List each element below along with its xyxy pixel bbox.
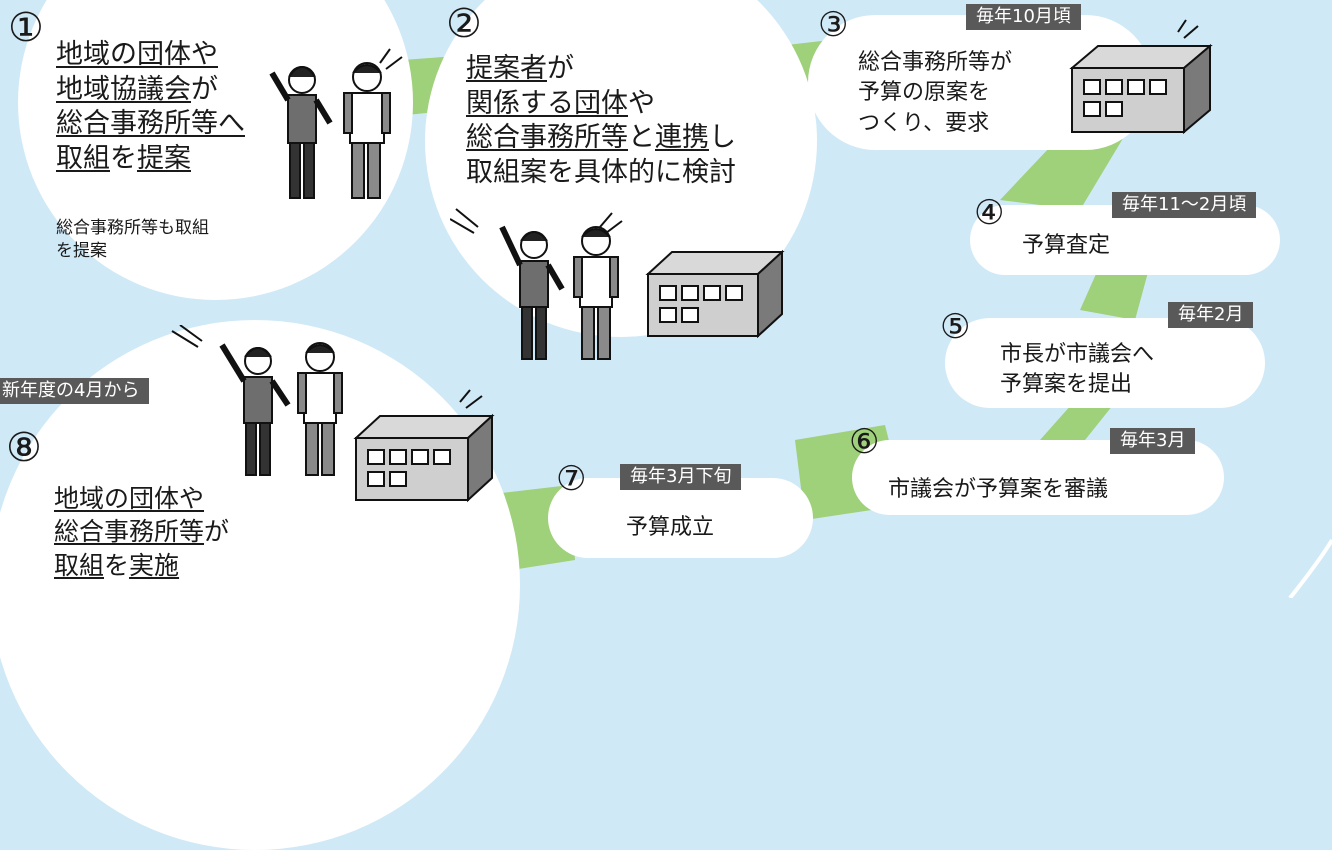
step8-text-segment: が — [204, 517, 230, 547]
step3-text: 総合事務所等が予算の原案をつくり、要求 — [858, 50, 1013, 136]
step6-badge: 毎年3月 — [1110, 428, 1196, 454]
step1-line: 地域協議会が — [56, 73, 245, 108]
step1-underlined-term: 取組 — [56, 142, 110, 174]
step1-note: 総合事務所等も取組を提案 — [56, 218, 209, 261]
step8-text: 地域の団体や総合事務所等が取組を実施 — [54, 482, 229, 582]
office-building-icon — [1069, 19, 1213, 135]
step8-underlined-term: 実施 — [129, 550, 180, 580]
step8-badge: 新年度の4月から — [0, 378, 150, 404]
step1-underlined-term: 地域協議会 — [56, 73, 191, 105]
step2-line: 取組案を具体的に検討 — [466, 156, 736, 191]
step6-number: ⑥ — [849, 422, 880, 462]
step1-line: 総合事務所等へ — [56, 107, 245, 142]
step5-badge: 毎年2月 — [1168, 302, 1254, 328]
step2-underlined-term: 連携 — [655, 122, 709, 154]
two-people-cheering-icon — [269, 48, 403, 199]
step1-number: ① — [8, 5, 44, 51]
step1-text-segment: が — [191, 73, 218, 105]
step2-text-segment: や — [628, 87, 655, 119]
step1-text-segment: を — [110, 142, 137, 174]
step2-text-segment: と — [628, 122, 655, 154]
step2-text-segment: が — [547, 53, 574, 84]
step4-badge: 毎年11～2月頃 — [1112, 192, 1257, 218]
step7-card — [548, 478, 813, 558]
step2-line: 提案者が — [466, 52, 736, 87]
step2-number: ② — [446, 1, 482, 47]
step2-line: 関係する団体や — [466, 87, 736, 122]
step8-line: 総合事務所等が — [54, 515, 229, 548]
step8-line: 地域の団体や — [54, 482, 229, 515]
corner-curve — [1288, 538, 1332, 598]
step5-text: 市長が市議会へ予算案を提出 — [1000, 342, 1155, 397]
step1-underlined-term: 提案 — [137, 142, 191, 174]
step8-underlined-term: 地域の団体や — [54, 484, 205, 513]
two-people-cheering-icon — [171, 325, 343, 476]
step1-underlined-term: 地域の団体や — [56, 39, 218, 70]
step2-text: 提案者が関係する団体や総合事務所等と連携し取組案を具体的に検討 — [466, 52, 736, 190]
step2-underlined-term: 提案者 — [466, 53, 547, 84]
office-building-icon — [645, 249, 785, 338]
step8-underlined-term: 総合事務所等 — [54, 517, 205, 547]
step8-text-segment: を — [104, 550, 130, 580]
step7-number: ⑦ — [556, 459, 587, 499]
step1-line: 取組を提案 — [56, 142, 245, 177]
office-building-icon — [353, 389, 495, 503]
step8-underlined-term: 取組 — [54, 550, 105, 580]
step5-card — [945, 318, 1265, 408]
step6-text: 市議会が予算案を審議 — [888, 477, 1109, 502]
step8-line: 取組を実施 — [54, 549, 229, 582]
step2-line: 総合事務所等と連携し — [466, 121, 736, 156]
step2-underlined-term: 関係する団体 — [466, 87, 628, 119]
step5-number: ⑤ — [940, 307, 971, 347]
step1-text: 地域の団体や地域協議会が総合事務所等へ取組を提案 — [56, 38, 245, 176]
two-people-cheering-icon — [450, 208, 623, 360]
step8-number: ⑧ — [6, 425, 42, 471]
step1-underlined-term: 総合事務所等へ — [56, 108, 245, 140]
step2-text-segment: し — [709, 122, 736, 154]
step4-text: 予算査定 — [1022, 233, 1111, 258]
step3-badge: 毎年10月頃 — [966, 4, 1081, 30]
step4-number: ④ — [974, 193, 1005, 233]
step1-line: 地域の団体や — [56, 38, 245, 73]
step2-underlined-term: 総合事務所等 — [466, 122, 628, 154]
step3-number: ③ — [818, 5, 849, 45]
step7-text: 予算成立 — [626, 515, 715, 540]
step7-badge: 毎年3月下旬 — [620, 464, 742, 490]
step2-text-segment: 取組案を具体的に検討 — [466, 156, 736, 188]
